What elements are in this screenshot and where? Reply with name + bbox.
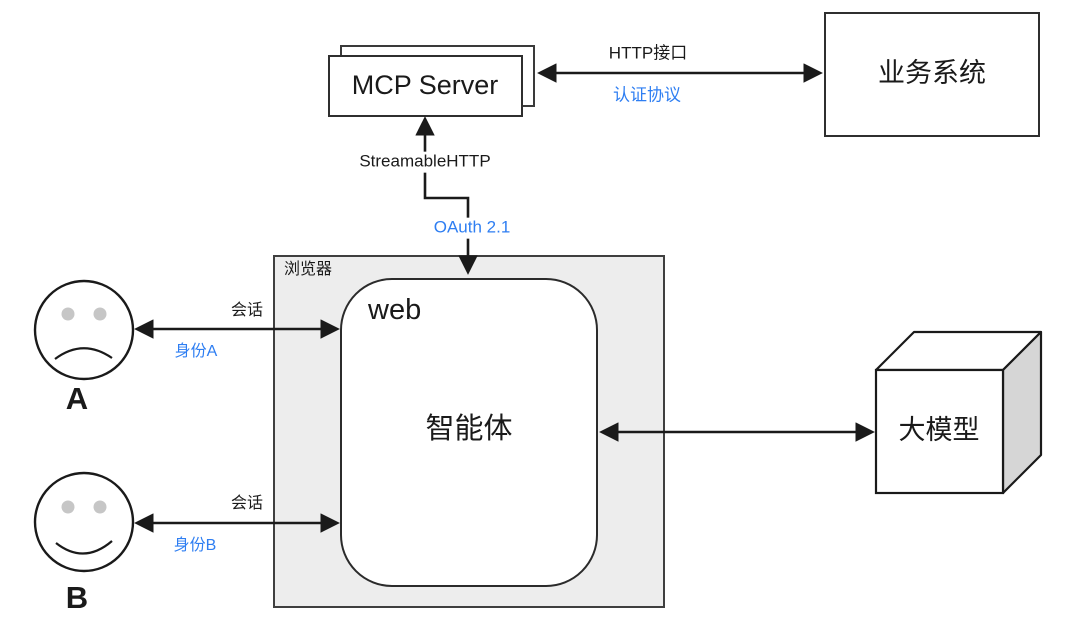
mcp-server-node (328, 55, 523, 117)
llm-label: 大模型 (898, 415, 980, 446)
session-b-label: 会话 (230, 495, 264, 513)
browser-label: 浏览器 (284, 261, 333, 278)
streamable-http-label: StreamableHTTP (353, 151, 497, 173)
user-b-label: B (65, 579, 89, 615)
mcp-to-browser-arrow (415, 116, 478, 275)
agent-label: 智能体 (425, 413, 513, 446)
web-label: web (368, 294, 422, 327)
user-a-left-eye (61, 307, 75, 321)
user-a-face-icon (33, 279, 135, 381)
identity-a-label: 身份A (174, 343, 218, 361)
user-b-face-icon (33, 471, 135, 573)
business-system-label: 业务系统 (878, 58, 986, 89)
business-system-node (824, 12, 1040, 137)
llm-cube-icon (874, 330, 1043, 495)
user-b-left-eye (61, 500, 75, 514)
user-a-right-eye (93, 307, 107, 321)
user-b-right-eye (93, 500, 107, 514)
web-agent-node (340, 278, 598, 587)
user-b-smile-mouth (55, 540, 113, 555)
llm-cube-front-face (874, 368, 1005, 495)
oauth-label: OAuth 2.1 (427, 217, 517, 239)
user-a-label: A (65, 380, 89, 416)
session-a-label: 会话 (230, 302, 264, 320)
user-a-frown-mouth (54, 347, 113, 360)
identity-b-label: 身份B (173, 537, 217, 555)
http-interface-label: HTTP接口 (608, 43, 688, 63)
auth-protocol-label: 认证协议 (613, 85, 681, 105)
mcp-server-label: MCP Server (351, 70, 499, 101)
